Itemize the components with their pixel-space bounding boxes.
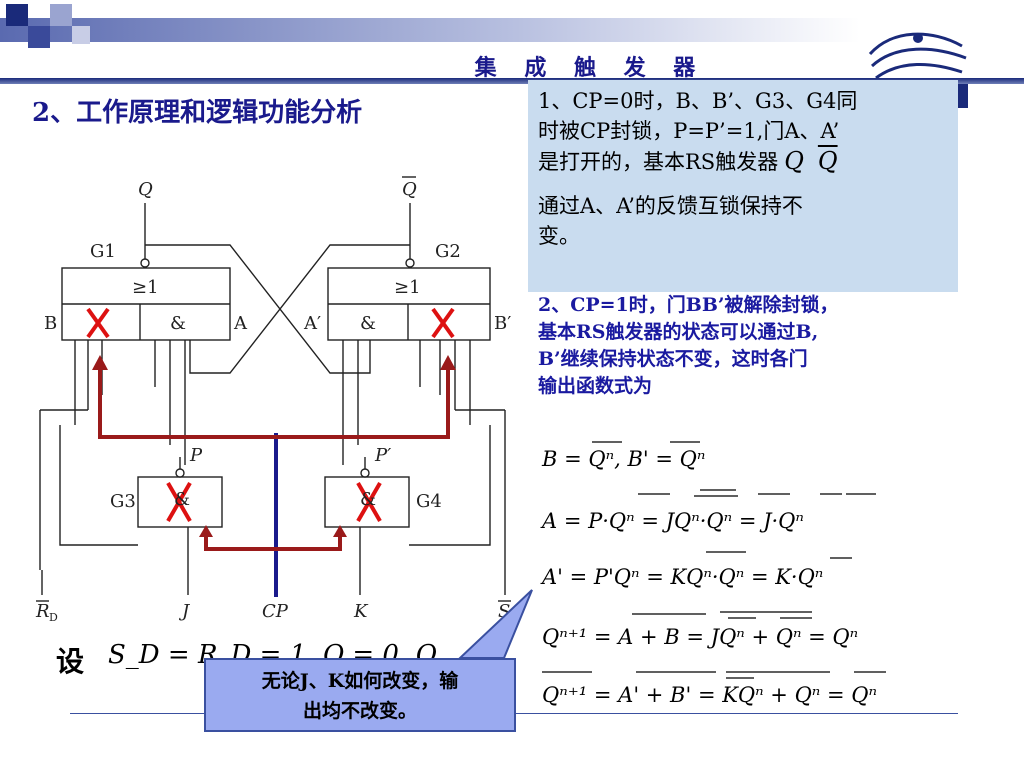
equation-1: B = Qⁿ, B' = Qⁿ <box>541 447 705 471</box>
equation-2: A = P·Qⁿ = JQⁿ·Qⁿ = J·Qⁿ <box>540 509 804 533</box>
para2-line-2: 基本RS触发器的状态可以通过B, <box>538 321 819 343</box>
para2-line-3: B’继续保持状态不变，这时各门 <box>538 348 808 370</box>
set-label: 设 <box>56 645 85 678</box>
label-or-g2: ≥1 <box>394 277 421 298</box>
info-line-1: 1、CP=0时，B、B’、G3、G4同 <box>538 89 858 113</box>
label-p-prime: P′ <box>374 445 391 466</box>
symbol-q-bar: Q <box>817 147 838 175</box>
header-divider <box>0 78 1024 84</box>
info-line-5: 变。 <box>538 224 580 248</box>
info-line-2: 时被CP封锁，P=P’=1,门A、A’ <box>538 119 840 143</box>
label-rd-sub: D <box>49 611 58 624</box>
callout-box: 无论J、K如何改变，输 出均不改变。 <box>204 658 516 732</box>
label-q-bar: Q <box>402 179 417 200</box>
para2-line-1: 2、CP=1时，门BB’被解除封锁， <box>538 294 839 316</box>
callout-line-2: 出均不改变。 <box>302 700 417 722</box>
label-and-g3: & <box>174 489 190 510</box>
label-a-prime: A′ <box>303 313 321 334</box>
label-and-g4: & <box>360 489 376 510</box>
label-j: J <box>178 601 191 622</box>
label-a: A <box>233 313 248 334</box>
label-q: Q <box>138 179 153 200</box>
para2-line-4: 输出函数式为 <box>538 375 653 397</box>
jk-flipflop-circuit: Q Q G1 G2 ≥1 ≥1 & & B A A′ B′ P P′ G3 G4… <box>35 176 519 624</box>
callout-line-1: 无论J、K如何改变，输 <box>261 670 459 692</box>
label-g1: G1 <box>90 241 116 262</box>
section-title: 2、工作原理和逻辑功能分析 <box>32 98 363 128</box>
label-cp: CP <box>262 601 289 622</box>
info-line-4: 通过A、A’的反馈互锁保持不 <box>538 194 803 218</box>
label-k: K <box>353 601 369 622</box>
info-box-cp0: 1、CP=0时，B、B’、G3、G4同 时被CP封锁，P=P’=1,门A、A’ … <box>528 80 958 292</box>
symbol-q: Q <box>784 147 804 175</box>
label-and-a-prime: & <box>360 313 376 334</box>
equation-5: Qⁿ⁺¹ = A' + B' = KQⁿ + Qⁿ = Qⁿ <box>542 683 877 707</box>
explanation-cp1: 2、CP=1时，门BB’被解除封锁， 基本RS触发器的状态可以通过B, B’继续… <box>538 292 968 400</box>
label-g4: G4 <box>416 491 442 512</box>
equation-3: A' = P'Qⁿ = KQⁿ·Qⁿ = K·Qⁿ <box>540 565 823 589</box>
callout-pointer <box>457 589 533 659</box>
equation-4: Qⁿ⁺¹ = A + B = JQⁿ + Qⁿ = Qⁿ <box>542 625 858 649</box>
label-p: P <box>189 445 203 466</box>
top-decor-bar <box>0 4 860 48</box>
header-title: 集 成 触 发 器 <box>474 55 706 81</box>
label-or-g1: ≥1 <box>132 277 159 298</box>
label-and-a: & <box>170 313 186 334</box>
equations-block: B = Qⁿ, B' = Qⁿ A = P·Qⁿ = JQⁿ·Qⁿ = J·Qⁿ… <box>540 441 886 707</box>
label-g2: G2 <box>435 241 461 262</box>
label-b-prime: B′ <box>494 313 511 334</box>
label-g3: G3 <box>110 491 136 512</box>
label-rd: R <box>35 601 50 622</box>
label-b: B <box>44 313 57 334</box>
